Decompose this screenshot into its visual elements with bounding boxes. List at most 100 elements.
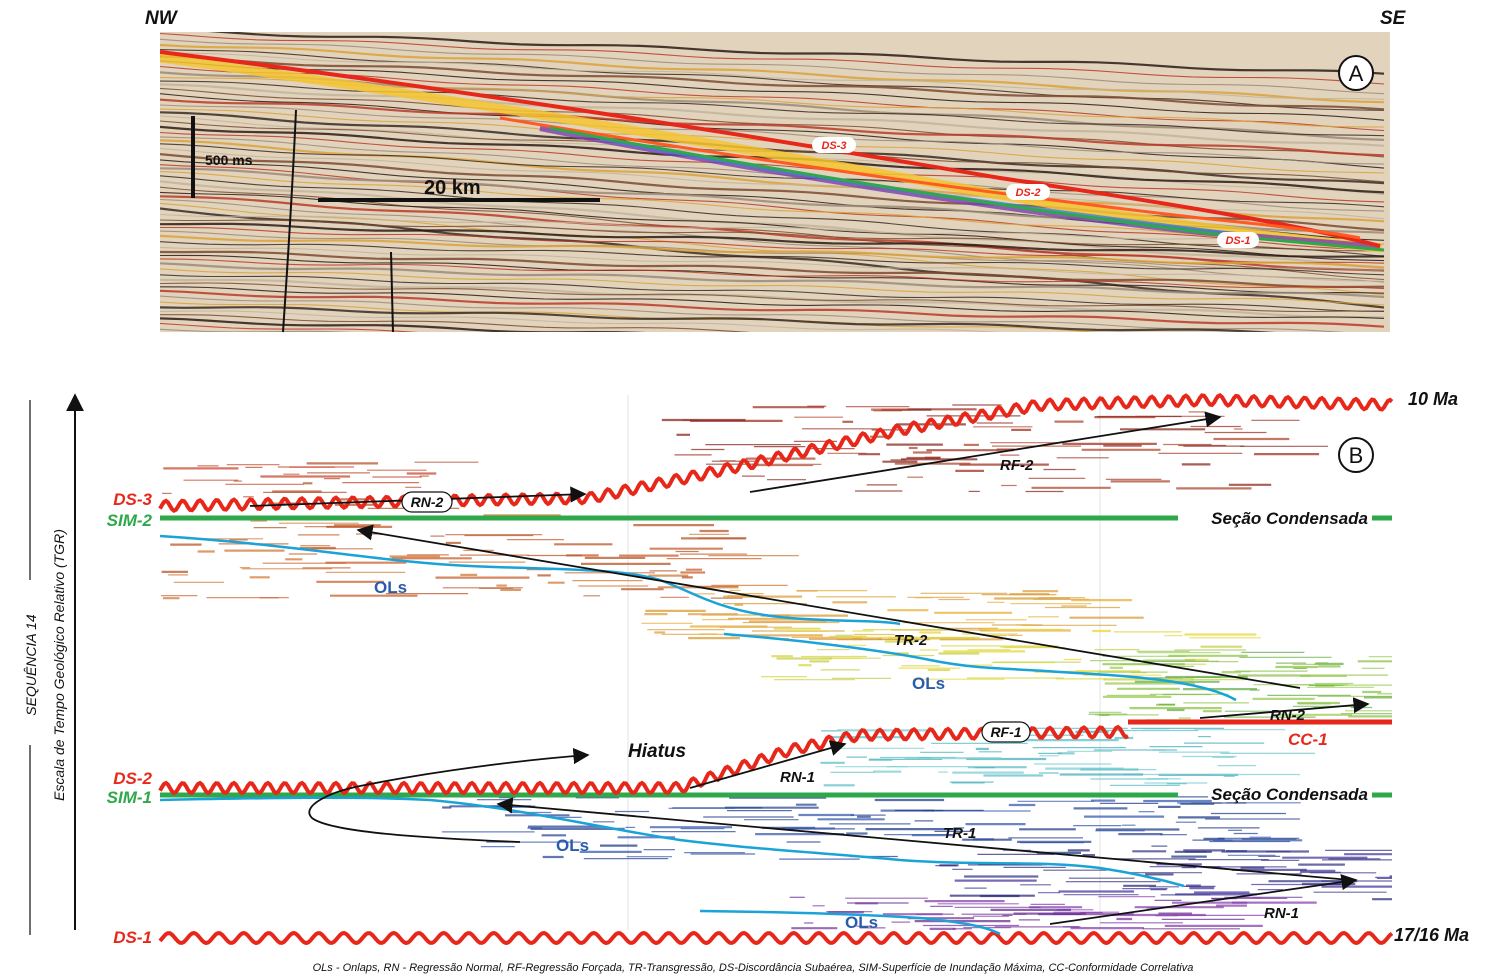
rf1-label: RF-1 [990, 724, 1021, 740]
seismic-reflector [160, 55, 1385, 111]
onlap-label: OLs [374, 578, 407, 597]
seismic-reflector [160, 241, 1385, 276]
rn1-mid-label: RN-1 [780, 769, 815, 786]
seismic-reflector [160, 278, 1385, 319]
seismic-reflector [160, 32, 1385, 85]
seismic-reflector [160, 282, 1384, 313]
ds2-left-label: DS-2 [113, 769, 152, 788]
seismic-reflector [160, 93, 1385, 169]
ds2-tag-box [1006, 184, 1050, 200]
rn2-top-label: RN-2 [411, 494, 444, 510]
onlap-label: OLs [845, 913, 878, 932]
onlap-curve-upper [159, 534, 901, 626]
seismic-reflector [160, 339, 1384, 372]
nw-label: NW [145, 8, 179, 29]
seismic-reflector [160, 346, 1384, 386]
hiatus-label: Hiatus [628, 741, 686, 762]
sim2-left-label: SIM-2 [107, 511, 153, 530]
seismic-reflector [160, 258, 1385, 290]
ds3-tag-box [812, 137, 856, 153]
fault-line [282, 109, 297, 333]
ds1-unconformity [158, 930, 1394, 946]
sim-surface [549, 126, 1385, 252]
seismic-reflector [160, 98, 1385, 157]
seismic-reflector [160, 171, 1385, 245]
tr2-arrow [356, 524, 1301, 689]
seismic-reflector [160, 289, 1385, 328]
seismic-reflector [160, 83, 1385, 147]
wheeler-panel: RN-2 RF-2 TR-2 RN-2 RF-1 RN-1 TR-1 RN-1 … [23, 389, 1469, 947]
seismic-reflector [160, 343, 1384, 379]
onlap-label: OLs [912, 674, 945, 693]
panel-b-label: B [1349, 443, 1364, 468]
ds3-left-label: DS-3 [113, 490, 152, 509]
seismic-reflector [160, 246, 1384, 282]
seismic-reflector [160, 219, 1385, 252]
seismic-panel: NW SE A 500 ms 20 km DS-3 DS-2 DS-1 [145, 8, 1407, 386]
fault-line [390, 251, 394, 333]
seismic-reflector [160, 180, 1385, 270]
seismic-reflector [160, 335, 1384, 366]
onlap-curve-lower [159, 796, 1185, 888]
seismic-reflector [160, 131, 1385, 203]
seismic-reflector [160, 49, 1385, 111]
age-bottom-label: 17/16 Ma [1394, 925, 1469, 945]
seismic-reflector [160, 52, 1385, 100]
sequence-label: SEQUÊNCIA 14 [23, 614, 39, 716]
seismic-reflector [160, 153, 1385, 232]
seismic-reflector [160, 213, 1385, 246]
condensed-section-lower: Seção Condensada [1211, 785, 1368, 804]
seismic-reflector [160, 222, 1385, 258]
panel-a-label: A [1349, 61, 1364, 86]
rn2-low-label: RN-2 [1270, 707, 1306, 724]
caption: OLs - Onlaps, RN - Regressão Normal, RF-… [313, 962, 1194, 974]
seismic-reflector [160, 191, 1385, 262]
seismic-reflector [160, 314, 752, 332]
axis-label: Escala de Tempo Geológico Relativo (TGR) [51, 529, 67, 801]
seismic-reflector [160, 268, 1385, 306]
seismic-reflector [160, 306, 1277, 332]
ds1-tag: DS-1 [1225, 235, 1250, 247]
rn2-top-box [401, 491, 453, 513]
tr2-label: TR-2 [894, 632, 928, 649]
seismic-reflector [160, 286, 1385, 319]
ds2-tag: DS-2 [1015, 187, 1040, 199]
panel-b-circle [1338, 437, 1374, 473]
seismic-reflector [160, 60, 1385, 121]
ds2-surface [499, 116, 1361, 240]
ds3-tag: DS-3 [821, 140, 846, 152]
seismic-reflector [160, 322, 419, 332]
ds2-unconformity [158, 724, 1129, 796]
rn1-mid-arrow [689, 740, 847, 789]
horizontal-scale-label: 20 km [424, 177, 481, 199]
age-top-label: 10 Ma [1408, 389, 1458, 409]
onlap-curve-tr2 [723, 632, 1237, 702]
seismic-reflector [160, 250, 1385, 289]
rn1-low-label: RN-1 [1264, 905, 1299, 922]
se-label: SE [1380, 8, 1407, 29]
vertical-scale-label: 500 ms [205, 152, 253, 168]
seismic-reflector [160, 104, 1385, 165]
seismic-reflector [160, 328, 353, 332]
seismic-reflector [207, 32, 1385, 75]
stratal-slices [161, 404, 1392, 931]
rn2-low-arrow [1199, 697, 1370, 719]
seismic-reflector [160, 310, 1001, 332]
rn1-low-arrow [1049, 874, 1358, 925]
seismic-reflector [160, 226, 1385, 264]
seismic-reflector [160, 274, 1385, 312]
rf2-label: RF-2 [1000, 457, 1034, 474]
tr1-label: TR-1 [943, 825, 976, 842]
condensed-section-upper: Seção Condensada [1211, 509, 1368, 528]
panel-a-circle [1338, 55, 1374, 91]
seismic-reflector [160, 234, 1385, 269]
seismic-reflector [160, 262, 1385, 299]
rf1-box [981, 721, 1031, 743]
onlap-label: OLs [556, 836, 589, 855]
tr1-arrow [496, 797, 1351, 881]
sim1-left-label: SIM-1 [107, 788, 152, 807]
seismic-reflector [160, 38, 1385, 95]
onlap-curve-base [699, 909, 1001, 936]
ds3-unconformity [158, 392, 1394, 514]
